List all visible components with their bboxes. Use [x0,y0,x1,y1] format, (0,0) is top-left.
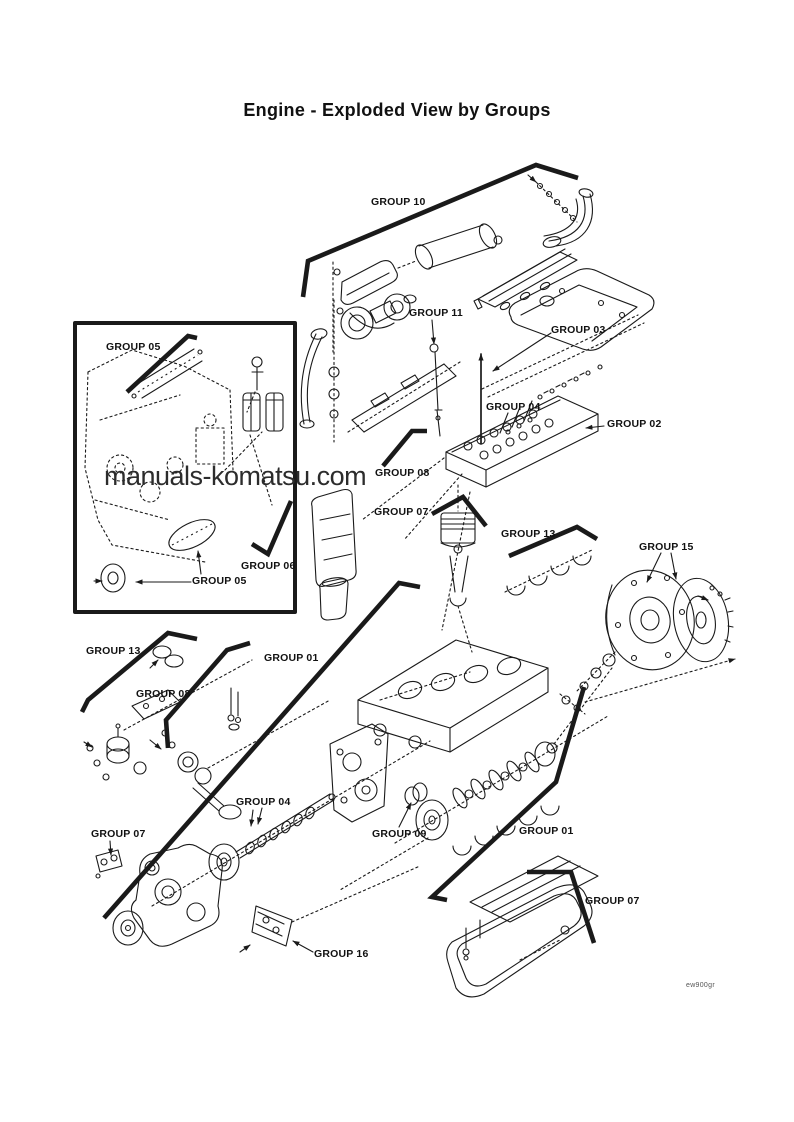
part-dipstick [429,343,443,437]
part-piston-rod [440,484,476,653]
bracket-group-06 [250,500,294,558]
part-timing-cover [112,837,429,947]
part-thermostat-parts [328,299,340,443]
callout-group-13-rods: GROUP 13 [501,528,556,540]
part-bracket-16 [239,865,421,953]
part-governor [168,519,216,551]
watermark: manuals-komatsu.com [104,461,367,491]
part-muffler [397,223,503,270]
leader-group-09 [398,802,412,828]
leader-group-03 [492,332,552,372]
part-flywheel [672,577,734,663]
part-oil-pump [149,687,331,820]
callout-group-11: GROUP 11 [409,307,463,319]
part-fuel-filters [242,392,284,432]
bracket-group-01-right [427,686,587,903]
doc-code: ew900gr [686,982,715,989]
callout-group-10: GROUP 10 [371,196,426,208]
bracket-group-10 [300,162,579,298]
part-cylinder-head [445,395,599,488]
callout-group-09: GROUP 09 [372,828,427,840]
callout-group-13-mounts: GROUP 13 [86,645,141,657]
part-hand-primer [246,356,264,413]
callout-group-08-pump: GROUP 08 [136,688,191,700]
fasteners-top [527,174,578,223]
part-bedplate [462,855,599,961]
fasteners-head-bolts [499,364,603,435]
part-crankshaft [394,715,609,844]
callout-group-05-inset: GROUP 05 [106,341,161,353]
part-cylinder-block [357,639,586,753]
projection-lines-head [361,457,471,631]
part-valve-cover [508,268,655,351]
leaders-group-15 [646,552,678,583]
part-crank-spacer [404,782,428,806]
fasteners-flywheel [553,585,736,745]
part-exhaust-manifold [347,361,461,433]
part-turbocharger [340,293,417,340]
part-oil-cooler [311,488,357,621]
part-front-plate [329,723,389,823]
bracket-group-13-rods [508,524,599,559]
leaders-group-05-pump [135,550,202,585]
leader-group-07-cover [107,840,114,856]
part-flywheel-housing [605,569,695,671]
part-camshaft [151,740,431,907]
bracket-group-05-inset [125,333,198,394]
leader-group-11 [430,319,437,345]
callout-group-01-right: GROUP 01 [519,825,574,837]
leader-group-02 [585,424,605,430]
leader-group-16 [292,940,314,953]
callout-group-04-camshaft: GROUP 04 [236,796,291,808]
part-idler-pulley [93,563,126,593]
part-oil-pan [446,884,593,998]
bracket-group-07-piston [430,494,488,528]
bracket-group-08-pump [163,640,251,749]
part-intake-manifold [473,248,578,311]
callout-group-07-oilpan: GROUP 07 [585,895,640,907]
part-cover-flange [95,849,123,879]
page-title: Engine - Exploded View by Groups [243,100,551,120]
callout-group-05-pump: GROUP 05 [192,575,247,587]
part-main-bearings [452,805,560,856]
part-intake-elbow [542,188,594,248]
bracket-group-07-oilpan [527,869,597,944]
part-engine-silhouette [84,349,273,563]
inset-box [73,321,297,614]
callout-group-02: GROUP 02 [607,418,662,430]
leaders-group-04-camshaft [249,807,263,827]
callout-group-15: GROUP 15 [639,541,694,553]
part-rod-bearings [504,549,593,596]
bracket-group-08-cooler [381,428,427,468]
part-fuel-lines [131,348,203,399]
bracket-group-01-left [102,580,421,920]
callout-group-16: GROUP 16 [314,948,369,960]
callout-group-06: GROUP 06 [241,560,296,572]
part-engine-mounts [83,645,253,781]
callout-group-07-piston: GROUP 07 [374,506,429,518]
callout-group-01-left: GROUP 01 [264,652,319,664]
callout-group-03: GROUP 03 [551,324,606,336]
bracket-group-13-mounts [79,630,198,714]
part-air-cleaner [332,259,398,353]
part-water-pipe [299,328,328,429]
callout-group-07-cover: GROUP 07 [91,828,146,840]
callout-group-04-head: GROUP 04 [486,401,541,413]
callout-group-08-cooler: GROUP 08 [375,467,430,479]
